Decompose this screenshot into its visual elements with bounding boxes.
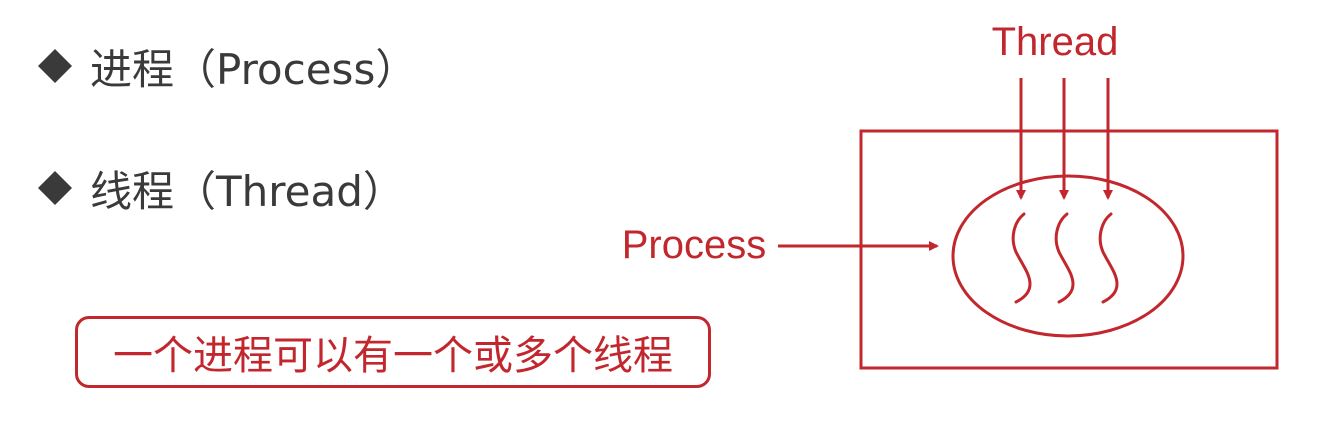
bullet-process-text: 进程（Process） [90,44,418,94]
thread-arrows [1016,78,1113,200]
bullet-thread: 线程（Thread） [38,158,405,218]
process-label: Process [622,223,767,267]
thread-squiggle [1098,212,1119,304]
bullet-thread-text: 线程（Thread） [90,166,405,216]
process-ellipse [951,174,1185,338]
thread-squiggles [1011,212,1119,304]
diamond-bullet-icon [38,49,72,83]
thread-squiggle [1054,212,1075,304]
summary-callout-text: 一个进程可以有一个或多个线程 [113,333,673,379]
thread-squiggle [1011,212,1032,304]
diamond-bullet-icon [38,171,72,205]
process-box [859,129,1279,370]
summary-callout: 一个进程可以有一个或多个线程 [75,316,711,388]
thread-label: Thread [992,20,1119,64]
bullet-process: 进程（Process） [38,36,417,96]
